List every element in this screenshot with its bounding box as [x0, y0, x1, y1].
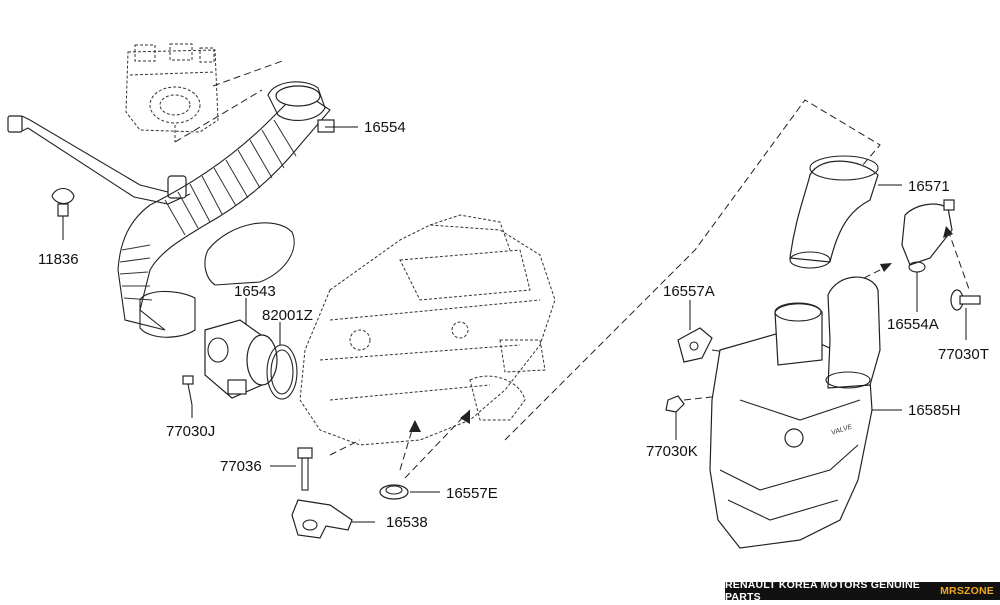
airflow-sensor-16543	[204, 319, 278, 399]
label-16557E: 16557E	[446, 485, 498, 502]
dashed-guides-engine	[329, 409, 471, 479]
footer-banner: RENAULT KOREA MOTORS GENUINE PARTS MRSZO…	[725, 579, 1000, 603]
bracket-16538	[291, 499, 375, 539]
throttle-body-ghost	[125, 43, 219, 142]
label-77030J: 77030J	[166, 423, 215, 440]
bolt-77030J	[182, 375, 194, 418]
duct-16571	[789, 155, 902, 269]
hose-clamp-11836	[51, 187, 75, 240]
air-cleaner-16585H: VALVE	[709, 276, 902, 549]
label-16538: 16538	[386, 514, 428, 531]
dashed-guide-throttle	[174, 59, 286, 143]
label-77030T: 77030T	[938, 346, 989, 363]
o-ring-82001Z	[266, 344, 298, 400]
label-77036: 77036	[220, 458, 262, 475]
label-16557A: 16557A	[663, 283, 715, 300]
label-82001Z: 82001Z	[262, 307, 313, 324]
footer-brand: MRSZONE	[940, 585, 994, 597]
engine-block-ghost	[299, 214, 556, 446]
grommet-16557E	[379, 484, 440, 500]
intake-hose-16554	[117, 81, 335, 338]
label-16571: 16571	[908, 178, 950, 195]
dashed-guide-airbox	[504, 99, 881, 441]
bolt-77036	[270, 447, 313, 491]
breather-pipe	[7, 115, 191, 205]
label-11836: 11836	[38, 251, 79, 268]
label-77030K: 77030K	[646, 443, 698, 460]
clip-77030T	[950, 289, 981, 340]
label-16554A: 16554A	[887, 316, 939, 333]
label-16585H: 16585H	[908, 402, 961, 419]
label-16543: 16543	[234, 283, 276, 300]
label-16554: 16554	[364, 119, 406, 136]
footer-text: RENAULT KOREA MOTORS GENUINE PARTS	[725, 579, 920, 603]
